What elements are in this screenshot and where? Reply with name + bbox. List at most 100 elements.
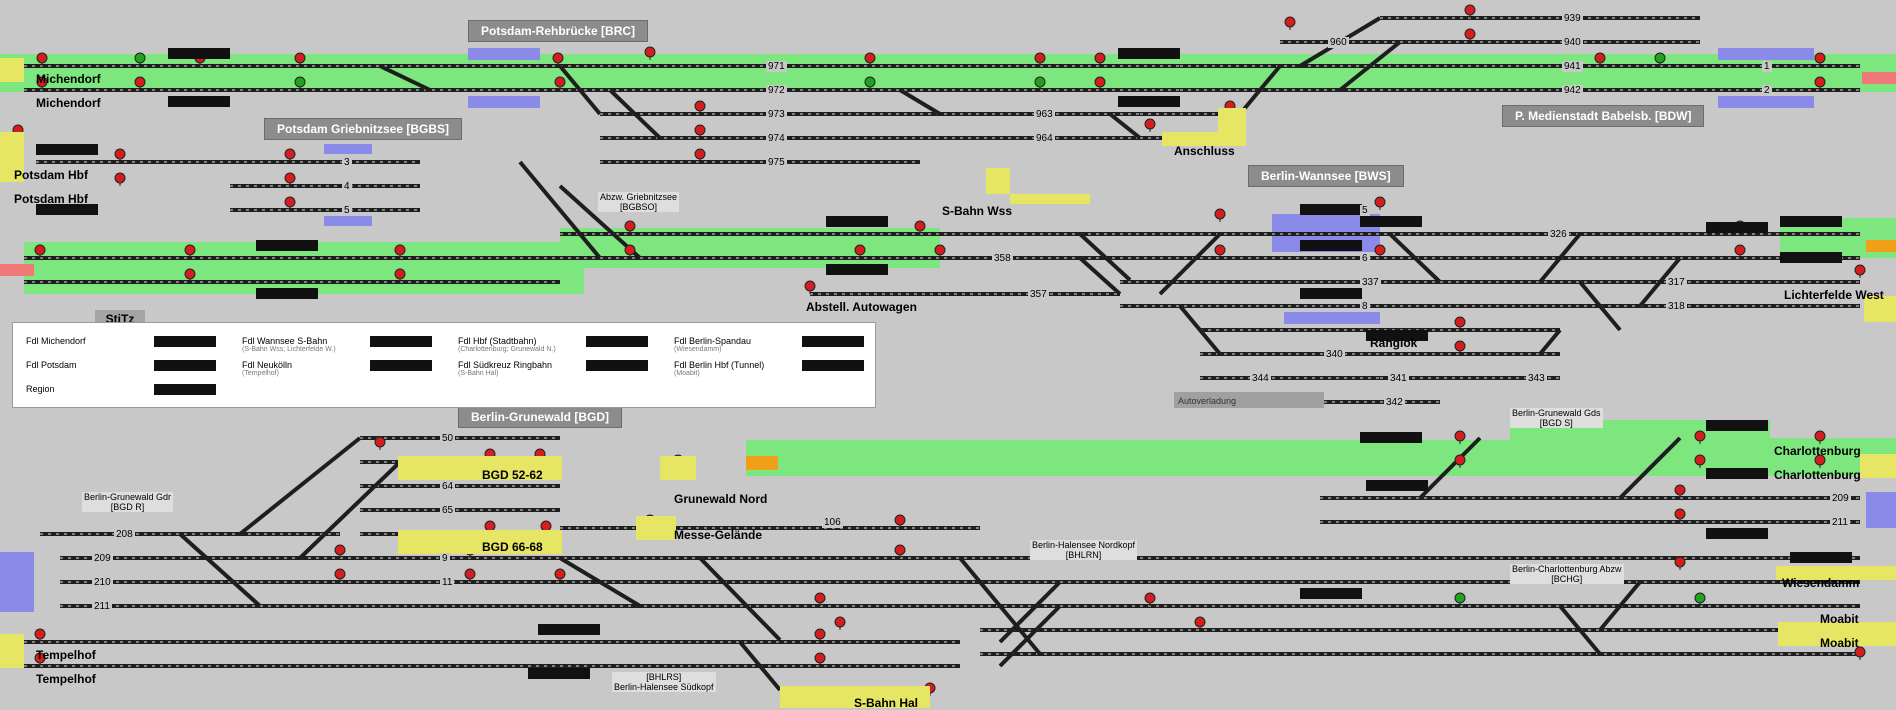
signal-67[interactable] bbox=[894, 514, 906, 526]
occupancy-counter-15[interactable] bbox=[1780, 216, 1842, 227]
anschluss-box[interactable] bbox=[1162, 132, 1246, 146]
signal-20[interactable] bbox=[1464, 4, 1476, 16]
signal-62[interactable] bbox=[334, 544, 346, 556]
signal-29[interactable] bbox=[114, 148, 126, 160]
signal-10[interactable] bbox=[694, 100, 706, 112]
signal-71[interactable] bbox=[1144, 592, 1156, 604]
stitz-counter-3[interactable] bbox=[370, 336, 432, 347]
occupancy-counter-12[interactable] bbox=[1300, 288, 1362, 299]
signal-18[interactable] bbox=[1094, 76, 1106, 88]
signal-34[interactable] bbox=[34, 244, 46, 256]
occupancy-counter-9[interactable] bbox=[826, 264, 888, 275]
signal-42[interactable] bbox=[914, 220, 926, 232]
signal-19[interactable] bbox=[1284, 16, 1296, 28]
signal-86[interactable] bbox=[814, 628, 826, 640]
signal-17[interactable] bbox=[1094, 52, 1106, 64]
occupancy-counter-16[interactable] bbox=[1780, 252, 1842, 263]
signal-43[interactable] bbox=[934, 244, 946, 256]
signal-41[interactable] bbox=[854, 244, 866, 256]
s-bahn-wss-track-box[interactable] bbox=[1010, 194, 1090, 204]
signal-48[interactable] bbox=[1374, 196, 1386, 208]
signal-22[interactable] bbox=[1594, 52, 1606, 64]
occupancy-counter-13[interactable] bbox=[1360, 216, 1422, 227]
signal-33[interactable] bbox=[284, 196, 296, 208]
signal-23[interactable] bbox=[1654, 52, 1666, 64]
signal-7[interactable] bbox=[552, 52, 564, 64]
occupancy-counter-20[interactable] bbox=[1360, 432, 1422, 443]
grunewald-nord-box[interactable] bbox=[660, 456, 696, 480]
signal-12[interactable] bbox=[694, 148, 706, 160]
signal-68[interactable] bbox=[894, 544, 906, 556]
occupancy-counter-21[interactable] bbox=[1366, 480, 1428, 491]
signal-46[interactable] bbox=[1214, 208, 1226, 220]
charlottenburg-box[interactable] bbox=[1860, 454, 1896, 478]
stitz-counter-5[interactable] bbox=[586, 336, 648, 347]
signal-24[interactable] bbox=[1814, 52, 1826, 64]
signal-65[interactable] bbox=[464, 568, 476, 580]
signal-37[interactable] bbox=[394, 244, 406, 256]
occupancy-counter-11[interactable] bbox=[1300, 240, 1362, 251]
occupancy-counter-10[interactable] bbox=[1300, 204, 1362, 215]
signal-8[interactable] bbox=[554, 76, 566, 88]
signal-53[interactable] bbox=[1454, 316, 1466, 328]
signal-78[interactable] bbox=[1694, 430, 1706, 442]
signal-63[interactable] bbox=[334, 568, 346, 580]
michendorf-entry-box[interactable] bbox=[0, 58, 24, 82]
signal-66[interactable] bbox=[554, 568, 566, 580]
occupancy-counter-23[interactable] bbox=[1706, 468, 1768, 479]
occupancy-counter-0[interactable] bbox=[168, 48, 230, 59]
signal-55[interactable] bbox=[374, 436, 386, 448]
signal-5[interactable] bbox=[294, 52, 306, 64]
occupancy-counter-6[interactable] bbox=[256, 240, 318, 251]
signal-40[interactable] bbox=[624, 244, 636, 256]
signal-6[interactable] bbox=[294, 76, 306, 88]
lichterfelde-box[interactable] bbox=[1864, 296, 1896, 322]
tempelhof-box[interactable] bbox=[0, 634, 24, 668]
signal-2[interactable] bbox=[134, 52, 146, 64]
signal-15[interactable] bbox=[1034, 52, 1046, 64]
occupancy-counter-2[interactable] bbox=[1118, 48, 1180, 59]
occupancy-counter-3[interactable] bbox=[1118, 96, 1180, 107]
bgd-66-68-box[interactable] bbox=[398, 530, 562, 554]
anschluss-box-2[interactable] bbox=[1218, 108, 1246, 132]
signal-11[interactable] bbox=[694, 124, 706, 136]
stitz-counter-7[interactable] bbox=[802, 336, 864, 347]
s-bahn-wss-box[interactable] bbox=[986, 168, 1010, 194]
signal-90[interactable] bbox=[1454, 454, 1466, 466]
signal-74[interactable] bbox=[1694, 592, 1706, 604]
stitz-counter-8[interactable] bbox=[802, 360, 864, 371]
occupancy-counter-24[interactable] bbox=[1706, 528, 1768, 539]
signal-76[interactable] bbox=[1814, 430, 1826, 442]
signal-27[interactable] bbox=[1144, 118, 1156, 130]
signal-72[interactable] bbox=[1194, 616, 1206, 628]
signal-30[interactable] bbox=[114, 172, 126, 184]
signal-49[interactable] bbox=[1374, 244, 1386, 256]
signal-36[interactable] bbox=[184, 268, 196, 280]
stitz-counter-2[interactable] bbox=[154, 384, 216, 395]
signal-75[interactable] bbox=[1674, 556, 1686, 568]
signal-13[interactable] bbox=[864, 52, 876, 64]
occupancy-counter-1[interactable] bbox=[168, 96, 230, 107]
stitz-counter-1[interactable] bbox=[154, 360, 216, 371]
signal-3[interactable] bbox=[134, 76, 146, 88]
signal-73[interactable] bbox=[1454, 592, 1466, 604]
signal-89[interactable] bbox=[1454, 430, 1466, 442]
signal-14[interactable] bbox=[864, 76, 876, 88]
occupancy-counter-8[interactable] bbox=[826, 216, 888, 227]
messe-box[interactable] bbox=[636, 516, 676, 540]
stitz-counter-4[interactable] bbox=[370, 360, 432, 371]
signal-81[interactable] bbox=[1674, 508, 1686, 520]
potsdam-hbf-entry-box[interactable] bbox=[0, 132, 24, 182]
signal-69[interactable] bbox=[814, 592, 826, 604]
signal-84[interactable] bbox=[34, 628, 46, 640]
signal-16[interactable] bbox=[1034, 76, 1046, 88]
occupancy-counter-5[interactable] bbox=[36, 204, 98, 215]
s-bahn-hal-box[interactable] bbox=[780, 686, 930, 708]
signal-32[interactable] bbox=[284, 172, 296, 184]
occupancy-counter-25[interactable] bbox=[1300, 588, 1362, 599]
stitz-counter-6[interactable] bbox=[586, 360, 648, 371]
signal-47[interactable] bbox=[1214, 244, 1226, 256]
occupancy-counter-7[interactable] bbox=[256, 288, 318, 299]
signal-87[interactable] bbox=[814, 652, 826, 664]
signal-51[interactable] bbox=[1734, 244, 1746, 256]
